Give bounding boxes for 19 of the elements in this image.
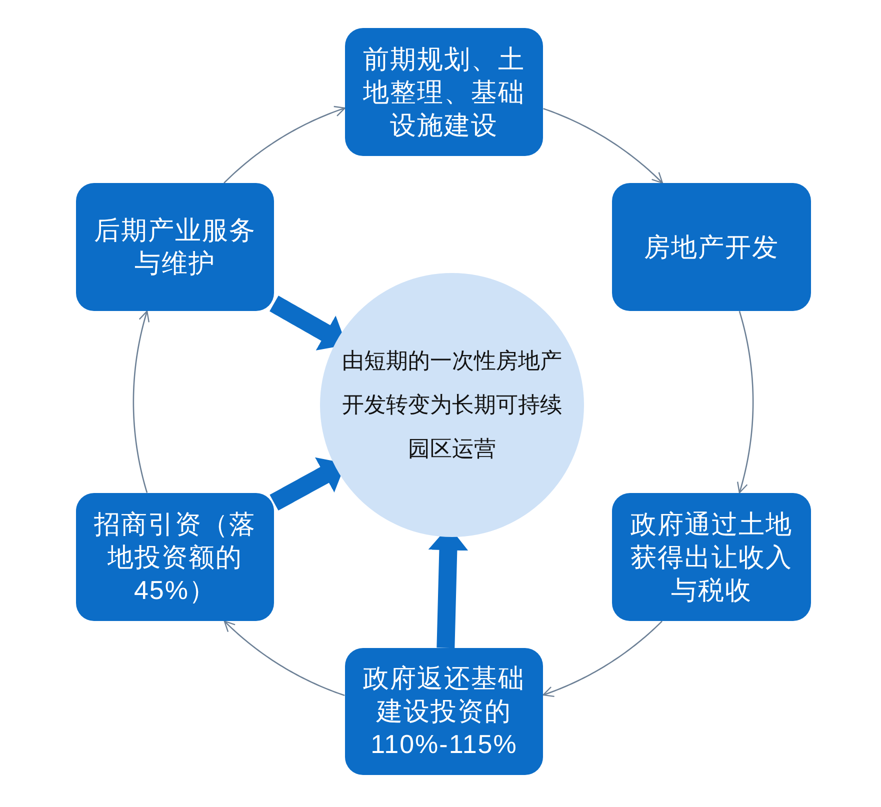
process-box [76,183,274,311]
node-text: 后期产业服务与维护 [93,214,257,280]
cycle-arrow [224,106,346,184]
node-text: 政府通过土地获得出让收入与税收 [630,508,794,606]
node-text: 招商引资（落地投资额的45%） [93,508,257,606]
cycle-arrow [132,310,150,493]
process-box [612,493,811,621]
cycle-arrow [542,620,662,698]
process-box [345,648,543,775]
cycle-arrow [736,311,754,494]
cycle-arrow [543,108,664,184]
node-text: 前期规划、土地整理、基础设施建设 [362,42,526,142]
node-text: 政府返还基础建设投资的110%-115% [362,662,526,761]
process-box [345,28,543,156]
node-text: 由短期的一次性房地产开发转变为长期可持续园区运营 [341,347,563,463]
process-box [76,493,274,621]
node-text: 房地产开发 [643,230,780,264]
cycle-arrow [224,620,345,696]
process-box [612,183,811,311]
